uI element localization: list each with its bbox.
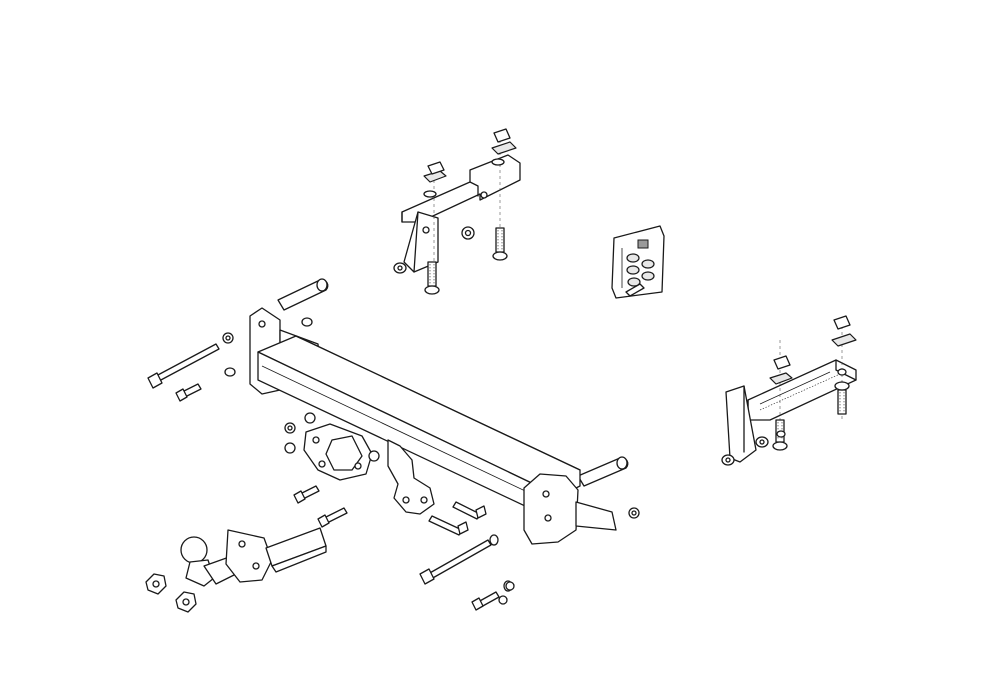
socket-plate [284,412,380,481]
washers [776,368,847,438]
spacer-tubes [277,278,629,487]
bolts [147,343,513,611]
fastener-kit-card [611,225,665,299]
main-crossbar [222,307,640,545]
left-side-bracket [393,128,521,295]
right-side-bracket [721,315,857,466]
tow-ball-neck [145,527,327,613]
nuts [505,581,515,591]
